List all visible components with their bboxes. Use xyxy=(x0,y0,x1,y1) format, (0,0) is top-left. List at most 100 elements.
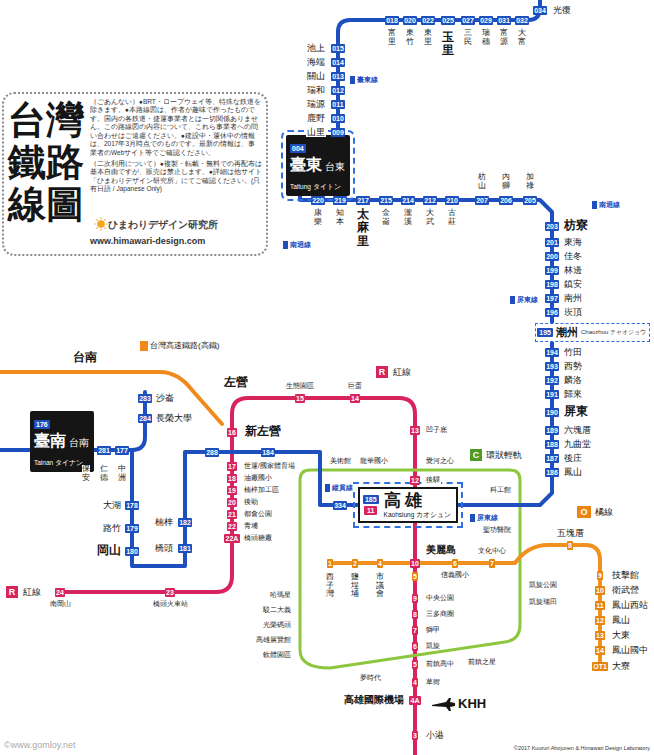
major-station-name: 美麗島 xyxy=(425,544,457,556)
station-name: 後庄 xyxy=(563,453,583,463)
station-name: 南州 xyxy=(563,293,583,303)
station-number: 186 xyxy=(545,468,560,477)
orange-line-number: OT1 xyxy=(592,662,609,671)
orange-line xyxy=(330,545,600,668)
light-rail-station: 高雄展覽館 xyxy=(255,636,292,643)
red-line-number: 10 xyxy=(410,559,421,568)
station-number: 199 xyxy=(545,266,560,275)
station-name: 鎮安 xyxy=(563,279,583,289)
station-box: 004臺東台東Taitung タイトン xyxy=(286,135,350,196)
station-name-alt: 台東 xyxy=(325,161,345,172)
logo-name: ひまわりデザイン研究所 xyxy=(108,218,218,232)
station-number: 219 xyxy=(333,196,348,205)
orange-line-number: 6 xyxy=(452,559,459,568)
station-name: 鳳山西站 xyxy=(611,600,649,610)
station-name: 崁頂 xyxy=(563,307,583,317)
route-name: 南迴線 xyxy=(283,241,313,249)
station-name-vertical: 保安 xyxy=(82,465,90,483)
red-line-station: 後勁 xyxy=(243,498,259,505)
red-line-number: 17 xyxy=(227,462,238,471)
station-number: 284 xyxy=(138,414,153,423)
station-name: 六塊厝 xyxy=(563,425,592,435)
orange-line-number: 11 xyxy=(595,601,605,610)
light-rail-station: 美術館 xyxy=(329,457,352,464)
station-name: 紅線 xyxy=(22,587,42,597)
station-name-vertical: 東里 xyxy=(424,29,432,47)
station-name: 沙崙 xyxy=(155,393,175,403)
station-name: 東海 xyxy=(563,237,583,247)
station-name: 大湖 xyxy=(102,500,122,510)
station-number: 179 xyxy=(125,524,140,533)
red-line-station: 後驛 xyxy=(425,476,441,483)
red-line-number: 4A xyxy=(409,696,421,705)
station-name: 高雄 xyxy=(384,491,426,511)
station-number: 198 xyxy=(545,280,560,289)
major-station-name: 新左營 xyxy=(244,425,282,439)
light-rail-station: 凱旋瑞田 xyxy=(528,598,558,605)
station-name: 林邊 xyxy=(563,265,583,275)
station-romaji: Taitung タイトン xyxy=(290,183,341,190)
station-number: 182 xyxy=(178,518,193,527)
station-name-vertical: 金崙 xyxy=(382,209,390,227)
station-name: 橋頭 xyxy=(154,543,174,553)
station-number: 188 xyxy=(545,440,560,449)
station-name: 關山 xyxy=(306,71,326,81)
station-number: 018 xyxy=(385,16,400,25)
red-line-number: 19 xyxy=(227,486,238,495)
red-line-station: 前鎮高中 xyxy=(425,660,455,667)
station-number: 009 xyxy=(331,128,346,137)
red-line-station: 草衙 xyxy=(425,678,441,685)
orange-line-number: 14 xyxy=(595,646,606,655)
red-line-station: 都會公園 xyxy=(243,510,273,517)
note-text: （二次利用について）●複製・転載・無料での再配布は基本自由ですが、販売は禁止しま… xyxy=(90,160,262,194)
taitung-line xyxy=(338,0,540,150)
station-number: 178 xyxy=(125,501,140,510)
red-line-station: 凹子底 xyxy=(425,426,448,433)
station-number: 012 xyxy=(331,86,346,95)
station-name: 橘線 xyxy=(594,507,614,517)
text-group: Tainan タイナン xyxy=(34,451,89,469)
station-name-vertical: 枋山 xyxy=(478,173,486,191)
station-number: 027 xyxy=(461,16,476,25)
station-name-alt: 台南 xyxy=(69,437,89,448)
station-name: 池上 xyxy=(306,43,326,53)
station-name: 大寮 xyxy=(611,661,631,671)
light-rail-station: 愛河之心 xyxy=(425,457,455,464)
light-rail-station: 凱旋公園 xyxy=(528,581,558,588)
station-name-vertical: 瀧溪 xyxy=(404,209,412,227)
station-name: 潮州 xyxy=(556,325,578,340)
station-name: 鹿野 xyxy=(306,113,326,123)
station-number: 189 xyxy=(545,426,560,435)
station-name: 瑞和 xyxy=(306,85,326,95)
logo-sun xyxy=(95,218,108,231)
orange-line-number: 1 xyxy=(327,559,334,568)
light-rail-station: 文化中心 xyxy=(477,547,507,554)
orange-line-station: 市議會 xyxy=(376,573,384,599)
station-name: 歸來 xyxy=(563,389,583,399)
station-number: 011 xyxy=(331,100,345,109)
station-number: 214 xyxy=(401,196,416,205)
red-line-station: 世運/國家體育場 xyxy=(243,462,296,469)
station-name: 鳳山國中 xyxy=(611,645,649,655)
red-line-station: 橋頭火車站 xyxy=(152,600,189,607)
url-text: www.himawari-design.com xyxy=(90,236,205,246)
station-number: 025 xyxy=(441,16,456,25)
line-badge: O xyxy=(577,506,590,518)
red-line-number: 18 xyxy=(227,474,238,483)
red-line-number: 16 xyxy=(227,428,238,437)
line-badge: R xyxy=(6,586,19,598)
red-line-station: 青埔 xyxy=(243,522,259,529)
station-name: 麟洛 xyxy=(563,375,583,385)
orange-line-station: 鹽埕埔 xyxy=(351,573,359,599)
red-line-number: 22A xyxy=(224,534,240,543)
light-rail-station: 軟體園區 xyxy=(262,651,292,658)
station-name-vertical: 三民 xyxy=(464,29,472,47)
route-name: 縱貫線 xyxy=(325,484,355,492)
red-line-station: 南岡山 xyxy=(49,600,72,607)
station-number: 022 xyxy=(421,16,436,25)
station-name: 衛武營 xyxy=(611,585,640,595)
station-number: 195 xyxy=(537,328,553,337)
red-line-number: 3 xyxy=(412,731,419,740)
station-romaji: Chaozhou チャオジョウ xyxy=(581,328,646,336)
station-number: 207 xyxy=(475,196,490,205)
